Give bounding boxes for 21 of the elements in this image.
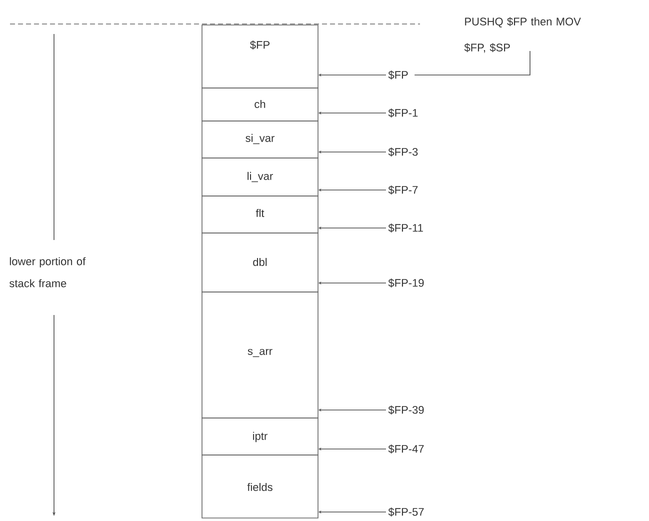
stack-cell: si_var <box>202 120 318 158</box>
side-label: lower portion of stack frame <box>10 257 86 288</box>
stack-cell: iptr <box>202 418 318 456</box>
stack-cell: $FP <box>202 24 318 88</box>
offset-label: $FP-47 <box>388 444 424 454</box>
stack-cell: flt <box>202 196 318 234</box>
offset-label: $FP-19 <box>388 278 424 288</box>
offset-label: $FP-1 <box>388 108 418 118</box>
stack-cell: dbl <box>202 232 318 292</box>
stack-cell: s_arr <box>202 292 318 418</box>
stack-cell: li_var <box>202 158 318 196</box>
offset-label: $FP <box>388 70 408 80</box>
offset-label: $FP-11 <box>388 224 423 232</box>
stack-cell: ch <box>202 88 318 122</box>
offset-label: $FP-7 <box>388 186 418 194</box>
offset-label: $FP-3 <box>388 148 418 156</box>
offset-label: $FP-57 <box>388 508 424 516</box>
note-text: PUSHQ $FP then MOV $FP, $SP <box>464 17 581 53</box>
leader-line <box>414 50 530 76</box>
stack-cell: fields <box>202 454 318 518</box>
offset-label: $FP-39 <box>388 406 424 414</box>
